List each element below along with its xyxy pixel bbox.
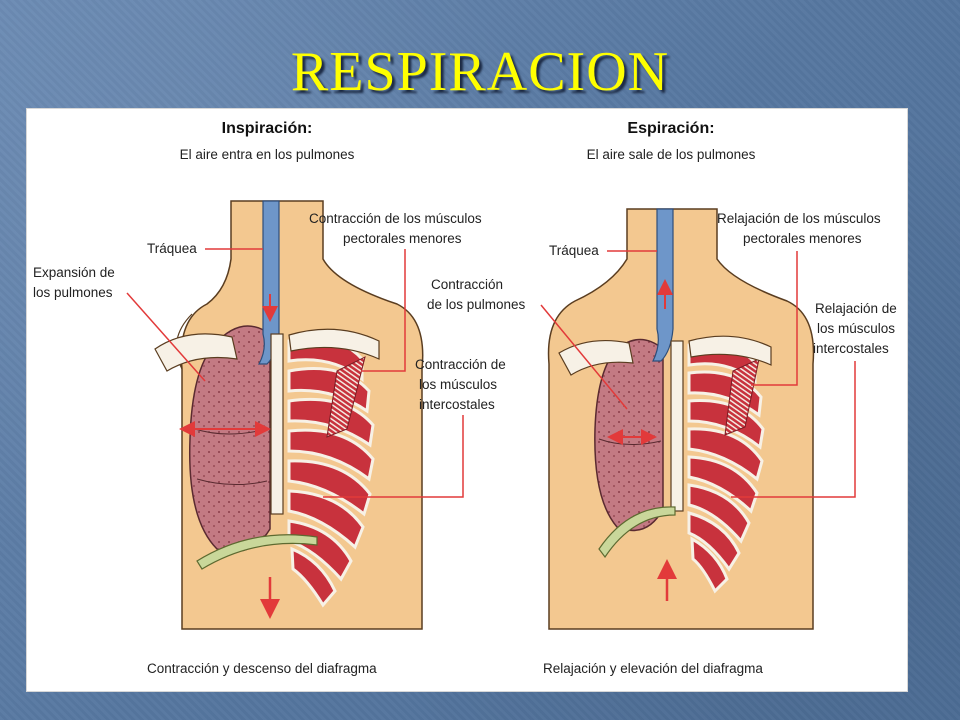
expiration-pectoral-label-1: Relajación de los músculos — [717, 211, 881, 226]
inspiration-expansion-label-2: los pulmones — [33, 285, 113, 300]
inspiration-expansion-label-1: Expansión de — [33, 265, 115, 280]
expiration-intercostal-label-3: intercostales — [813, 341, 889, 356]
inspiration-intercostal-label-3: intercostales — [419, 397, 495, 412]
inspiration-lungs-label-1: Contracción — [431, 277, 503, 292]
expiration-intercostal-label-1: Relajación de — [815, 301, 897, 316]
inspiration-figure — [154, 200, 424, 630]
inspiration-diaphragm — [196, 534, 318, 570]
expiration-figure — [547, 208, 815, 630]
inspiration-intercostal-label-2: los músculos — [419, 377, 497, 392]
inspiration-subtitle: El aire entra en los pulmones — [180, 147, 355, 162]
slide-title: RESPIRACION — [290, 41, 670, 103]
expiration-trachea-label: Tráquea — [549, 243, 599, 258]
expiration-diaphragm — [598, 506, 676, 559]
expiration-caption: Relajación y elevación del diafragma — [543, 661, 763, 676]
inspiration-pectoral-label-2: pectorales menores — [343, 231, 462, 246]
inspiration-title: Inspiración: — [222, 120, 313, 137]
respiration-diagram: Inspiración: El aire entra en los pulmon… — [33, 120, 897, 676]
inspiration-trachea-label: Tráquea — [147, 241, 197, 256]
expiration-subtitle: El aire sale de los pulmones — [587, 147, 756, 162]
inspiration-lung — [188, 325, 271, 553]
diagram-panel: Inspiración: El aire entra en los pulmon… — [26, 108, 908, 692]
inspiration-intercostal-label-1: Contracción de — [415, 357, 506, 372]
expiration-pectoral-label-2: pectorales menores — [743, 231, 862, 246]
expiration-lung — [594, 338, 664, 532]
expiration-intercostal-label-2: los músculos — [817, 321, 895, 336]
expiration-title: Espiración: — [627, 120, 714, 137]
inspiration-pectoral-label-1: Contracción de los músculos — [309, 211, 482, 226]
inspiration-lungs-label-2: de los pulmones — [427, 297, 526, 312]
inspiration-caption: Contracción y descenso del diafragma — [147, 661, 377, 676]
